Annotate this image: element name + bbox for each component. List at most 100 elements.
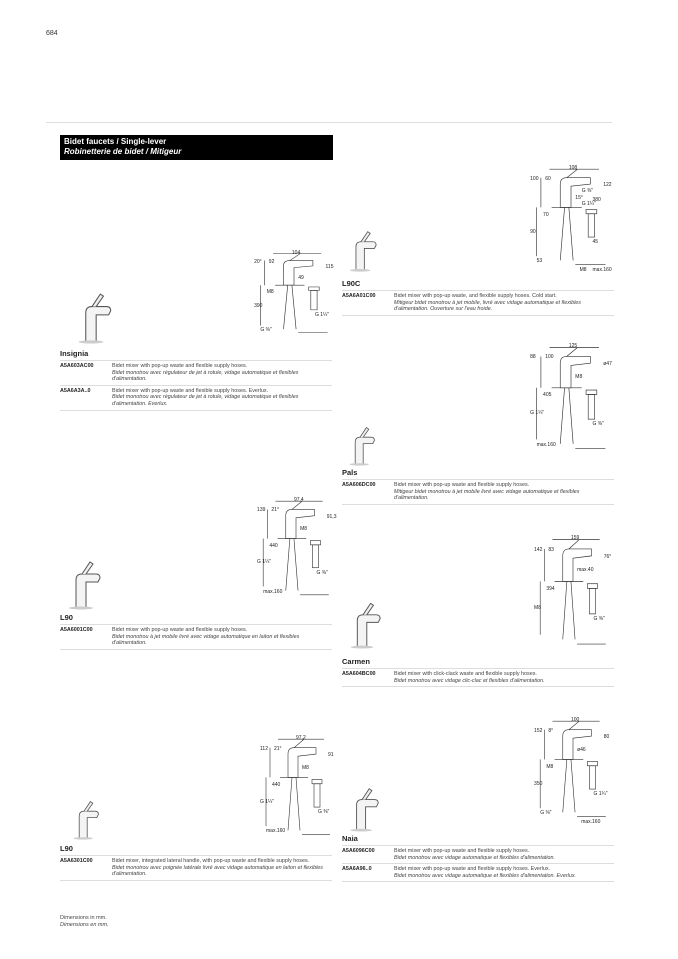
description-fr: Bidet monotrou à jet mobile livré avec v… [112,633,300,647]
dimension-label: M8 [302,764,309,771]
header-title-fr: Robinetterie de bidet / Mitigeur [64,147,182,156]
dimension-label: 21° [271,507,279,514]
dimension-label: G 1¼" [530,410,545,417]
description-en: Bidet mixer with pop-up waste and flexib… [394,482,530,488]
product-description: Bidet mixer with pop-up waste and flexib… [394,848,614,861]
dimension-label: 440 [269,542,278,549]
dimension-label: G ⅜" [592,421,604,428]
dimension-label: G ⅜" [260,327,272,334]
page-number: 684 [46,30,58,37]
description-fr: Bidet monotrou avec vidage clic-clac et … [394,677,545,684]
product-name: Naia [342,834,614,846]
product-code: A5A604BC00 [342,671,376,677]
dimension-label: 70 [543,211,549,218]
product-code: A5A6A3A..0 [60,387,91,394]
dimension-label: G 1¼" [257,559,272,566]
product-name: L90C [342,279,614,291]
dimension-label: M8 [300,526,308,533]
product-name: L90 [60,844,332,856]
description-fr: Bidet monotrou avec vidage automatique e… [394,854,556,861]
product-code: A5A6096C00 [342,848,375,854]
description-en: Bidet mixer with click-clack waste and f… [394,671,537,677]
description-en: Bidet mixer with pop-up waste, and flexi… [394,293,557,299]
table-row: A5A6096C00 Bidet mixer with pop-up waste … [342,846,614,865]
dimension-label: max.40 [577,567,594,574]
dimension-label: ø47 [603,360,612,367]
product-description: Bidet mixer with pop-up waste and flexib… [112,363,332,383]
product-code: A5A6A01C00 [342,293,376,299]
dimension-label: max.160 [592,266,612,273]
dimension-label: 100 [530,175,539,182]
divider [46,122,612,123]
dimension-label: 152 [534,727,543,734]
dimension-label: max.160 [536,441,556,448]
dimension-label: G ⅜" [540,810,552,817]
description-en: Bidet mixer, integrated lateral handle, … [112,858,310,864]
dimension-label: G 1¼" [260,798,275,805]
dimension-label: G ⅜" [316,569,328,576]
dimension-label: max.160 [581,818,601,825]
dimension-label: G 1¼" [593,791,608,798]
description-fr: Bidet monotrou avec vidage automatique e… [394,872,577,879]
dimension-label: 20° [254,258,262,265]
dimension-label: 97,4 [293,497,304,503]
dimension-label: M8 [575,374,583,381]
table-row: A5A606DC00 Bidet mixer with pop-up waste … [342,480,614,505]
product-section: L90C A5A6A01C00 Bidet mixer with pop-up wa… [342,279,614,316]
product-image [344,410,376,466]
dimension-label: max.160 [263,588,283,595]
product-image [344,585,382,649]
description-fr: Mitigeur bidet monotrou à jet mobile liv… [394,488,580,502]
description-en: Bidet mixer with pop-up waste and flexib… [112,627,248,633]
dimension-label: 122 [603,181,612,188]
dimension-label: 390 [254,302,263,309]
section-header: Bidet faucets / Single-lever Robinetteri… [60,135,333,160]
dimension-label: 45 [592,239,599,246]
dimension-label: 139 [257,507,266,514]
product-image [62,560,102,610]
product-name: L90 [60,613,332,625]
dimension-label: 104 [291,250,301,256]
dimension-label: 100 [545,354,554,361]
table-row: A5A604BC00 Bidet mixer with click-clack w… [342,669,614,688]
product-name: Carmen [342,657,614,669]
dimension-label: 49 [298,274,304,281]
dimension-label: 159 [570,535,580,541]
dimension-label: 125 [568,343,578,349]
dimension-label: 21° [274,745,282,752]
product-description: Bidet mixer with click-clack waste and f… [394,671,614,684]
dimension-label: ø46 [577,746,586,753]
dimension-label: 112 [260,745,268,752]
dimension-label: 76° [603,553,612,560]
product-name: Pals [342,468,614,480]
product-code: A5A6301C00 [60,858,93,864]
description-en: Bidet mixer with pop-up waste and flexib… [112,363,248,369]
dimension-label: G 1¼" [581,201,596,208]
dimension-label: 394 [546,586,555,593]
dimension-label: 91 [328,751,334,758]
dimension-label: G ⅜" [581,188,593,195]
dimension-label: 90 [530,228,536,235]
dimension-label: 60 [545,175,551,182]
dimension-label: G ⅜" [593,616,605,623]
product-image [344,230,378,272]
dimension-label: 142 [534,546,543,553]
dimension-label: G ⅜" [318,809,330,816]
description-en: Bidet mixer with pop-up waste and flexib… [394,866,551,873]
dimension-label: M8 [534,604,541,611]
description-fr: Bidet monotrou avec poignée latérale liv… [112,864,323,878]
product-code: A5A606DC00 [342,482,376,488]
product-code: A5A6A96..0 [342,866,372,873]
description-fr: Bidet monotrou avec régulateur de jet à … [112,394,299,407]
dimension-label: M8 [579,266,587,273]
